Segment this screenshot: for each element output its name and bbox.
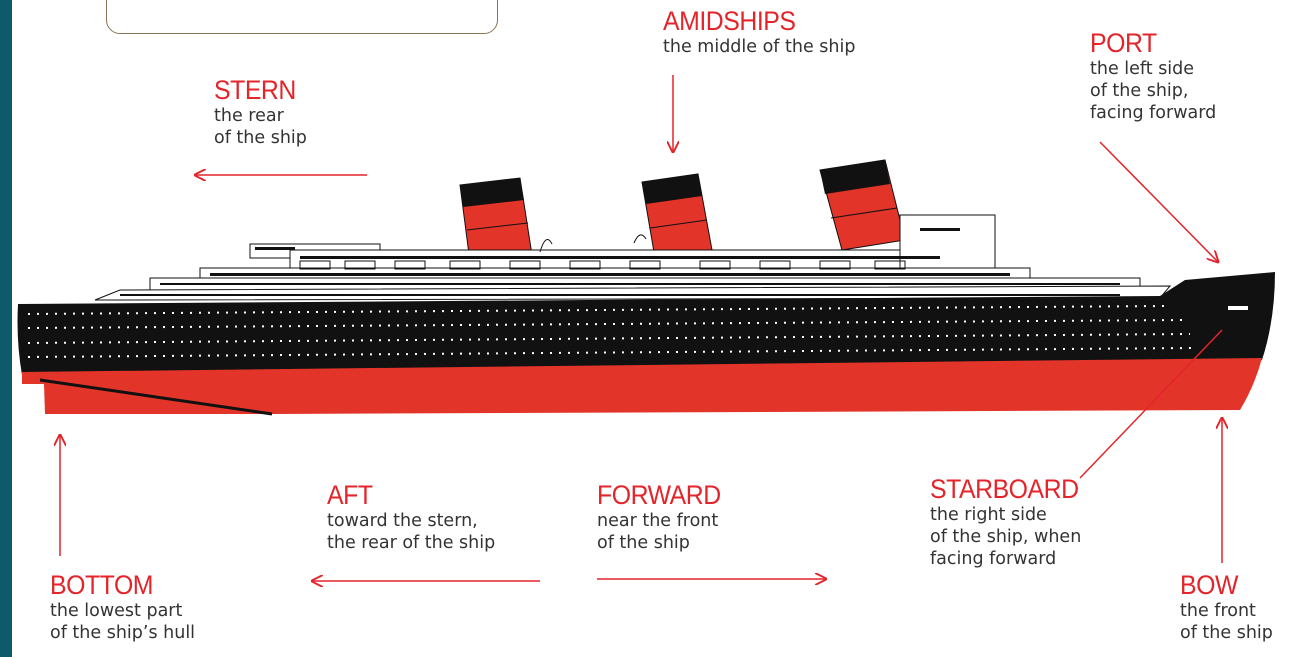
label-starboard: STARBOARD the right side of the ship, wh…: [930, 474, 1092, 570]
label-amidships: AMIDSHIPS the middle of the ship: [663, 6, 856, 58]
term-bow: BOW: [1180, 570, 1265, 600]
term-port: PORT: [1090, 28, 1206, 58]
label-stern: STERN the rear of the ship: [214, 75, 307, 149]
term-aft: AFT: [327, 480, 482, 510]
term-starboard: STARBOARD: [930, 474, 1079, 504]
ship: [18, 160, 1276, 414]
desc-stern: the rear of the ship: [214, 105, 307, 149]
desc-starboard: the right side of the ship, when facing …: [930, 504, 1092, 570]
label-forward: FORWARD near the front of the ship: [597, 480, 732, 554]
desc-bottom: the lowest part of the ship’s hull: [50, 600, 195, 644]
label-bottom: BOTTOM the lowest part of the ship’s hul…: [50, 570, 195, 644]
funnel-aft: [460, 178, 532, 262]
port-arrow: [1100, 142, 1218, 262]
desc-port: the left side of the ship, facing forwar…: [1090, 58, 1216, 124]
label-aft: AFT toward the stern, the rear of the sh…: [327, 480, 495, 554]
desc-amidships: the middle of the ship: [663, 36, 856, 58]
desc-forward: near the front of the ship: [597, 510, 732, 554]
desc-bow: the front of the ship: [1180, 600, 1273, 644]
funnel-middle: [642, 174, 712, 258]
label-bow: BOW the front of the ship: [1180, 570, 1273, 644]
label-port: PORT the left side of the ship, facing f…: [1090, 28, 1216, 124]
desc-aft: toward the stern, the rear of the ship: [327, 510, 495, 554]
term-amidships: AMIDSHIPS: [663, 6, 840, 36]
funnel-forward: [820, 160, 905, 250]
term-stern: STERN: [214, 75, 299, 105]
term-forward: FORWARD: [597, 480, 721, 510]
term-bottom: BOTTOM: [50, 570, 183, 600]
